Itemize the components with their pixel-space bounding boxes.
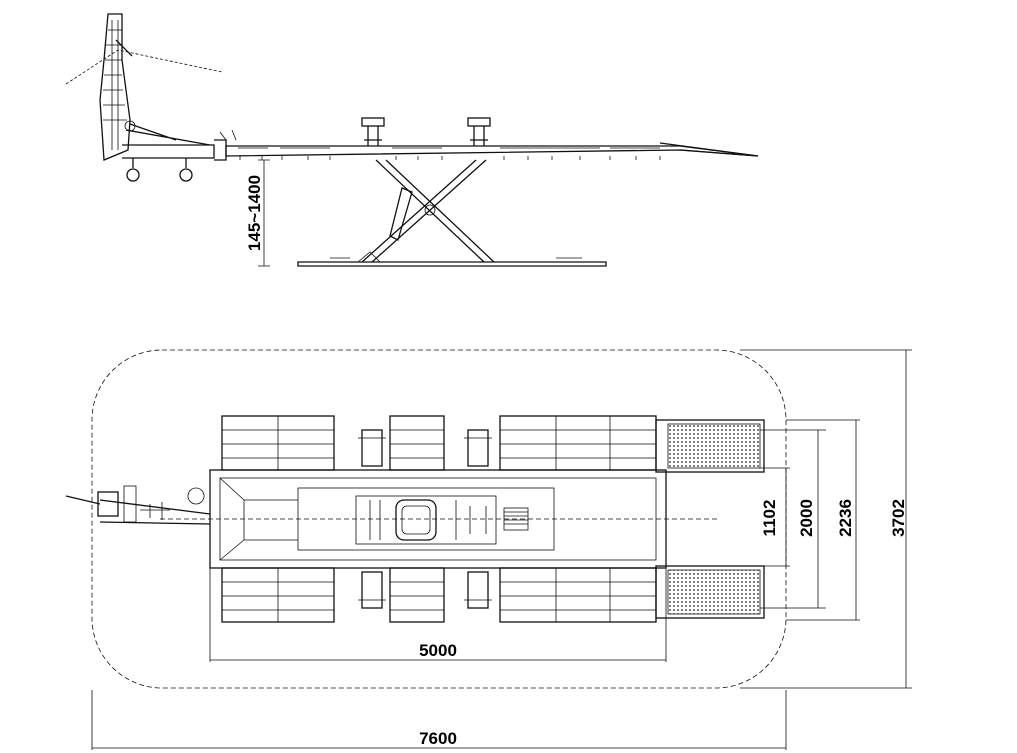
ramp-span-label: 2236 (836, 499, 855, 537)
overall-length-label: 7600 (419, 729, 457, 748)
deck-plates-top (221, 415, 657, 471)
dimension-lines-bottom (91, 568, 787, 750)
lift-mechanism (355, 495, 529, 545)
lift-height-dimension: 145~1400 (245, 159, 270, 267)
platform-deck (225, 142, 759, 160)
clamp-left (361, 117, 385, 146)
clamps-plan (358, 429, 492, 609)
track-width-label: 2000 (797, 499, 816, 537)
ramp-top (655, 419, 765, 473)
clamp-right (467, 117, 491, 146)
overall-width-label: 3702 (889, 499, 908, 537)
ramp-bottom (655, 565, 765, 619)
pulling-tower (65, 13, 223, 161)
main-frame (209, 469, 667, 569)
wheel-icon (126, 168, 140, 182)
pulling-tower-plan (65, 485, 211, 525)
dimension-lines-right (740, 349, 912, 689)
lift-height-label: 145~1400 (245, 175, 264, 251)
side-view: 145~1400 (65, 13, 759, 267)
deck-plates-bottom (221, 567, 657, 623)
scissor-lift (357, 159, 495, 263)
platform-length-label: 5000 (419, 641, 457, 660)
plan-view: 1102 2000 2236 3702 5000 7600 (65, 349, 912, 750)
inner-width-label: 1102 (760, 500, 779, 537)
wheel-icon (179, 168, 193, 182)
